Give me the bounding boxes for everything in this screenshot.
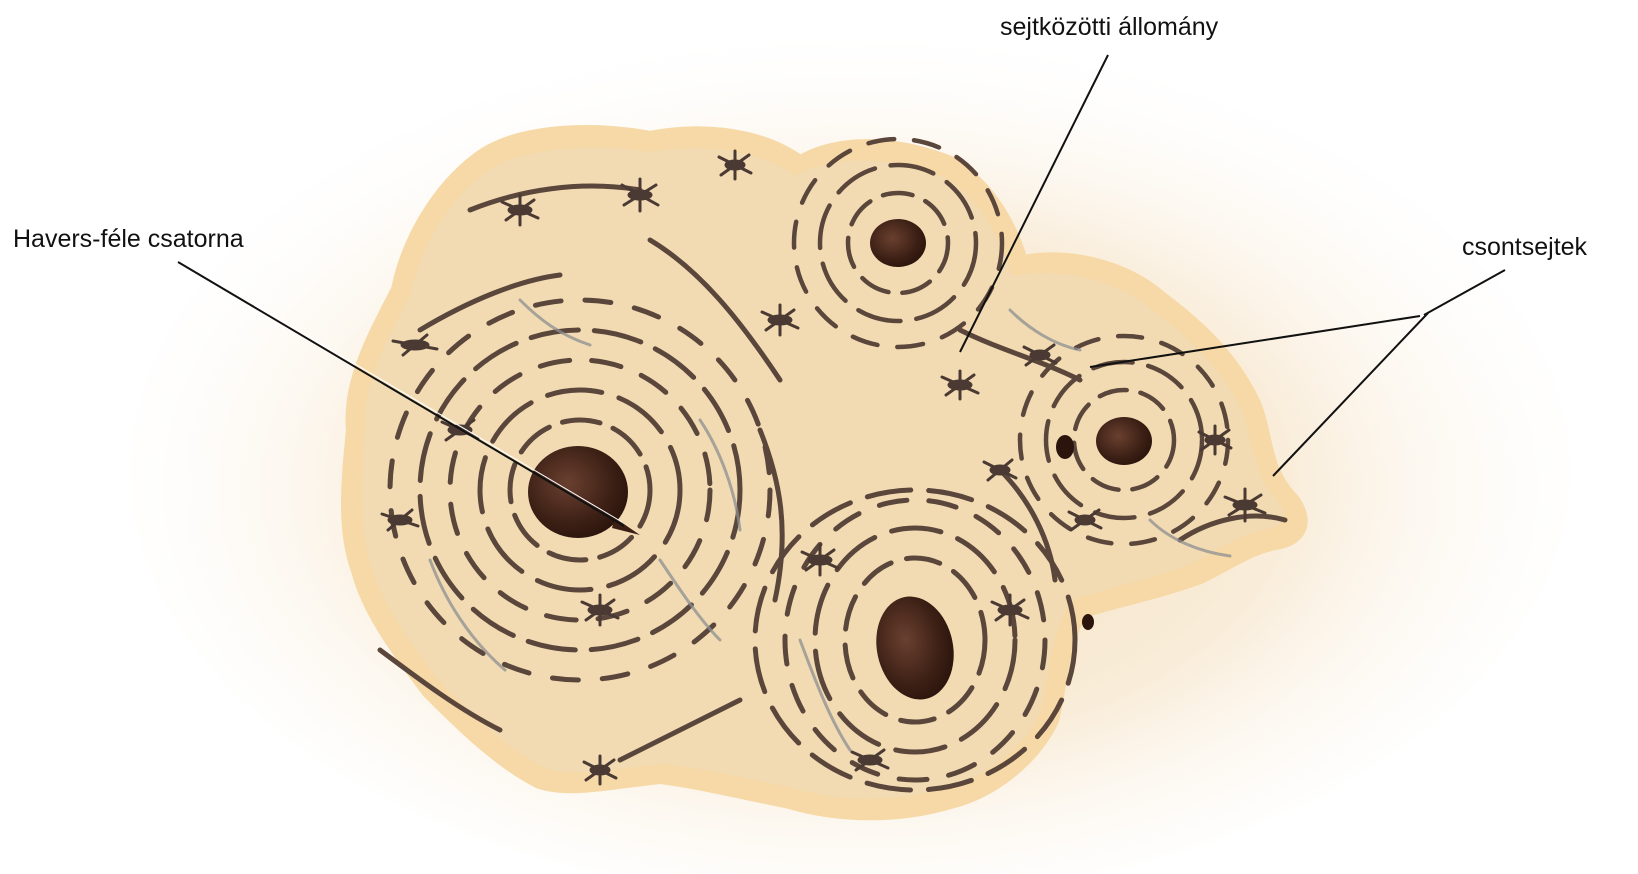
label-haversian-canal: Havers-féle csatorna: [13, 225, 244, 253]
haversian-canal-top: [870, 219, 926, 267]
label-bone-cells: csontsejtek: [1462, 233, 1588, 261]
small-canal: [1056, 435, 1074, 459]
small-canal: [1082, 614, 1094, 630]
haversian-canal-right: [1096, 417, 1152, 465]
haversian-canal-left: [528, 446, 628, 538]
label-intercellular-matrix: sejtközötti állomány: [1000, 13, 1219, 41]
